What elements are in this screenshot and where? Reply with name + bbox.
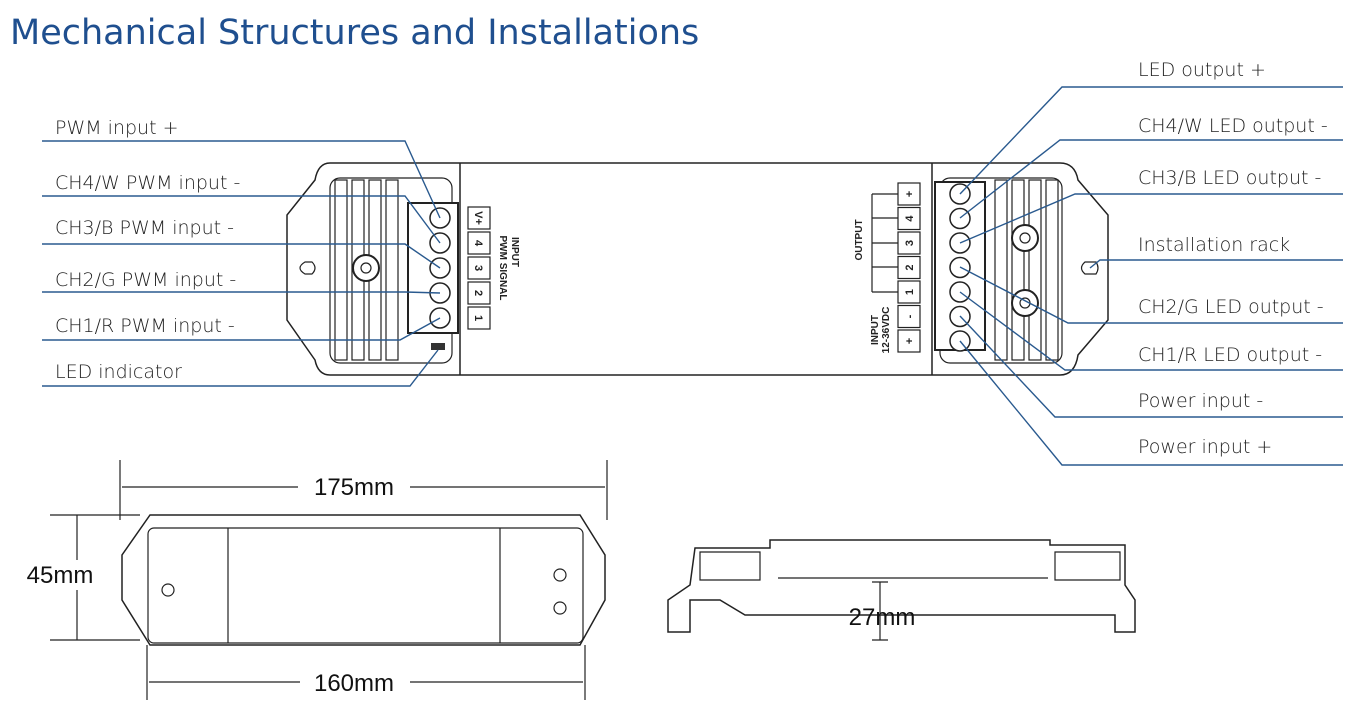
output-section-label: OUTPUT — [854, 219, 865, 260]
right-callout-label: CH1/R LED output - — [1138, 344, 1322, 366]
leader-line — [959, 139, 1343, 219]
output-terminal-label: + — [904, 338, 916, 344]
input-terminal-label: V+ — [472, 211, 484, 225]
right-callout-label: CH4/W LED output - — [1138, 115, 1328, 137]
left-callout-label: CH3/B PWM input - — [55, 217, 234, 239]
terminal-label-box — [467, 231, 491, 255]
input-terminal-label: 4 — [472, 240, 484, 247]
leader-line — [42, 140, 441, 219]
leader-line — [42, 317, 441, 341]
output-terminal-label: - — [904, 314, 916, 318]
terminal-label-box — [897, 329, 921, 353]
leader-line — [42, 243, 441, 269]
output-terminal-label: 1 — [904, 289, 916, 295]
left-callout-label: CH2/G PWM input - — [55, 269, 236, 291]
leader-line — [959, 86, 1343, 195]
right-callout-label: CH3/B LED output - — [1138, 167, 1321, 189]
right-callout-label: LED output + — [1138, 59, 1266, 81]
terminal-label-box — [467, 256, 491, 280]
terminal-label-box — [467, 306, 491, 330]
terminal-label-box — [467, 281, 491, 305]
input-terminal-label: 2 — [472, 290, 484, 296]
terminal-label-box — [467, 206, 491, 230]
length-mount-dim: 160mm — [314, 670, 394, 697]
page-title: Mechanical Structures and Installations — [10, 13, 699, 53]
left-callout-label: CH1/R PWM input - — [55, 315, 235, 337]
output-terminal-label: 3 — [904, 240, 916, 246]
leader-line — [959, 340, 1343, 466]
input-terminal-label: 1 — [472, 315, 484, 321]
leader-line — [959, 291, 1343, 371]
right-callout-label: CH2/G LED output - — [1138, 296, 1324, 318]
terminal-screw — [949, 207, 971, 230]
output-terminal-label: 4 — [904, 215, 916, 222]
input-section-label: INPUT — [509, 237, 520, 267]
left-callout-label: CH4/W PWM input - — [55, 172, 240, 194]
input-terminal-label: 3 — [472, 265, 484, 271]
leader-line — [42, 291, 441, 294]
voltage-label: 12-36VDC — [881, 307, 892, 354]
depth-dim: 27mm — [849, 604, 916, 631]
leader-line — [42, 195, 441, 244]
length-total-dim: 175mm — [314, 474, 394, 501]
pwm-signal-label: PWM SIGNAL — [497, 236, 508, 301]
left-callout-label: PWM input + — [55, 117, 179, 139]
leader-line — [959, 193, 1343, 244]
output-terminal-label: + — [904, 191, 916, 197]
leader-line — [959, 266, 1343, 324]
right-callout-label: Power input - — [1138, 390, 1263, 412]
leader-line — [42, 349, 439, 387]
dimension-side-view — [667, 539, 1136, 641]
power-input-label: INPUT — [870, 315, 881, 345]
leader-line — [959, 315, 1343, 418]
right-callout-label: Power input + — [1138, 436, 1272, 458]
height-dim: 45mm — [27, 562, 94, 589]
output-terminal-label: 2 — [904, 264, 916, 270]
dimension-top-view — [50, 460, 608, 700]
left-callout-label: LED indicator — [55, 361, 182, 383]
right-callout-label: Installation rack — [1138, 234, 1290, 256]
terminal-label-box — [897, 304, 921, 329]
leader-line — [1089, 259, 1343, 269]
